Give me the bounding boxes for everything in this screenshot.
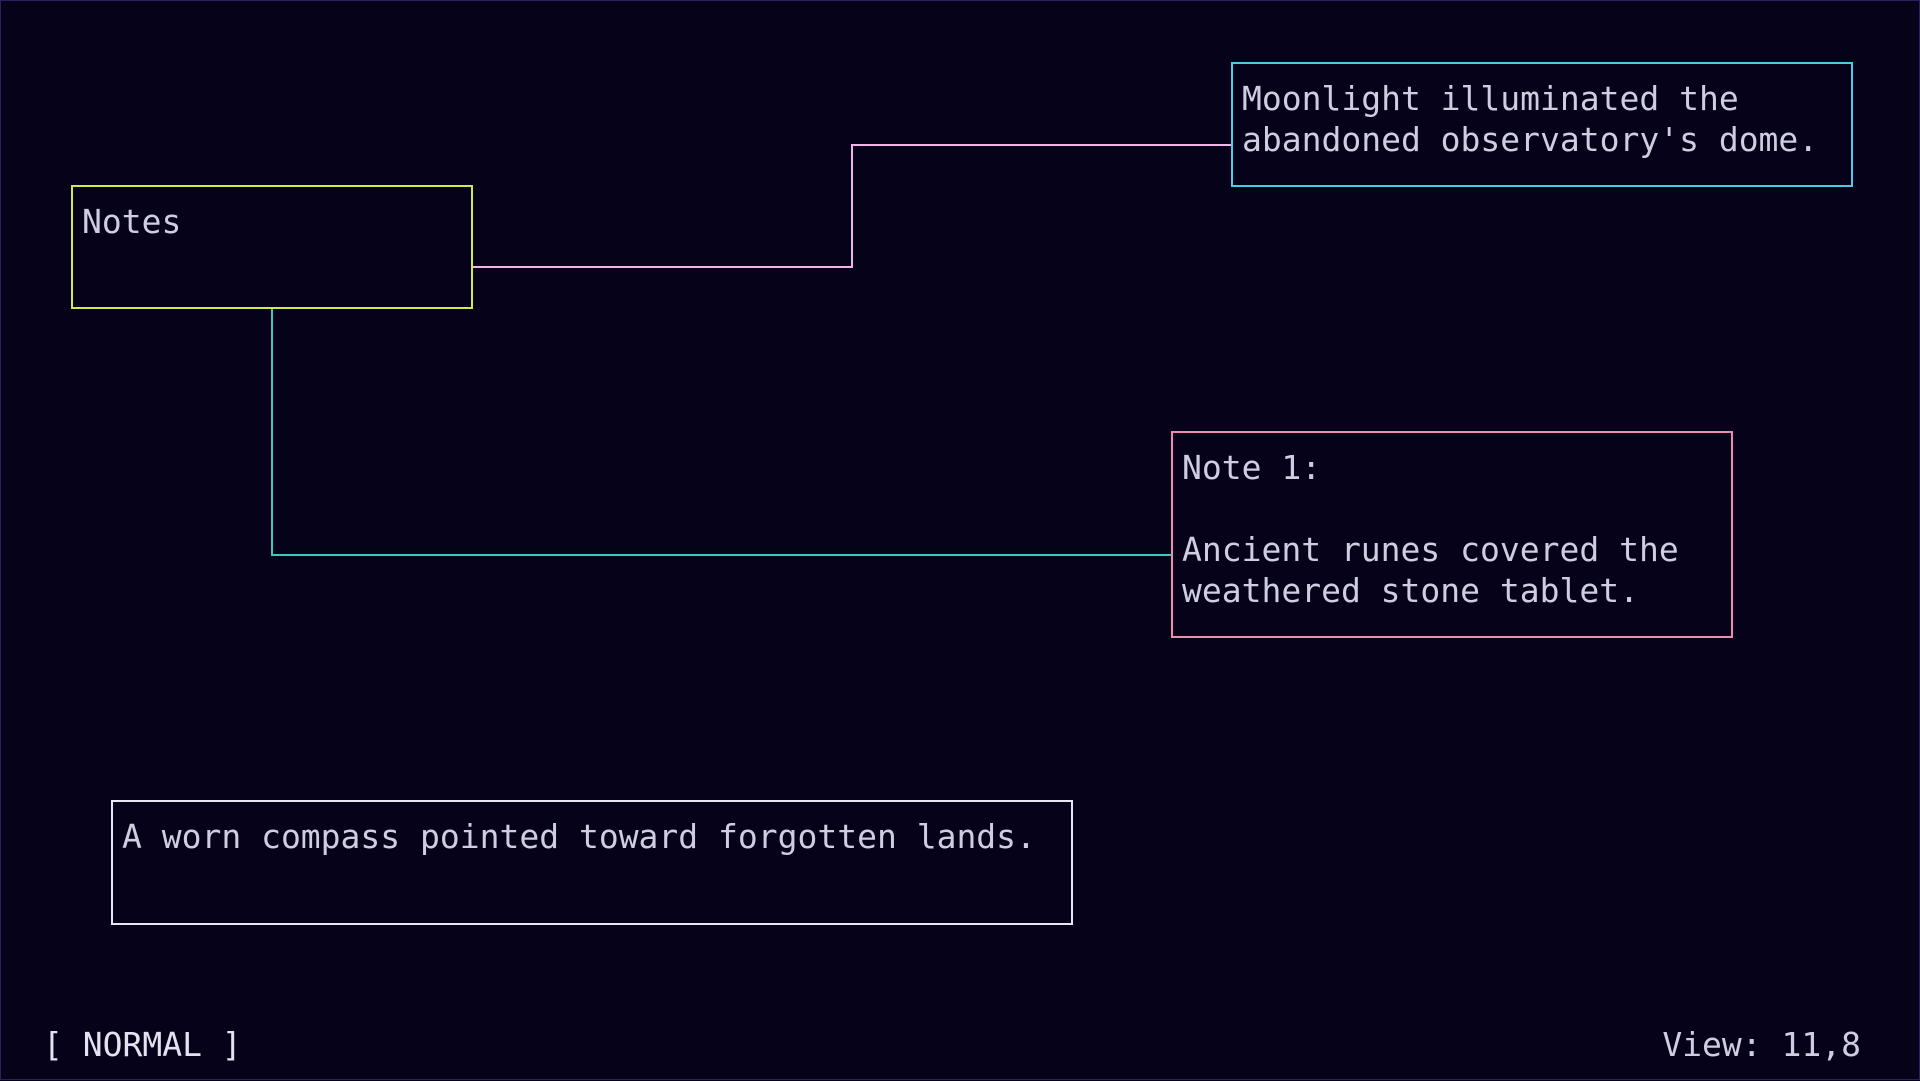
edge-notes-to-note1 [271, 309, 1171, 556]
node-compass[interactable]: A worn compass pointed toward forgotten … [111, 800, 1073, 925]
mode-indicator: [ NORMAL ] [43, 1025, 242, 1064]
view-coordinates: View: 11,8 [1662, 1025, 1861, 1064]
edge-notes-to-moonlight [473, 144, 1231, 268]
node-note-1[interactable]: Note 1: Ancient runes covered the weathe… [1171, 431, 1733, 638]
node-notes[interactable]: Notes [71, 185, 473, 309]
node-moonlight[interactable]: Moonlight illuminated the abandoned obse… [1231, 62, 1853, 187]
